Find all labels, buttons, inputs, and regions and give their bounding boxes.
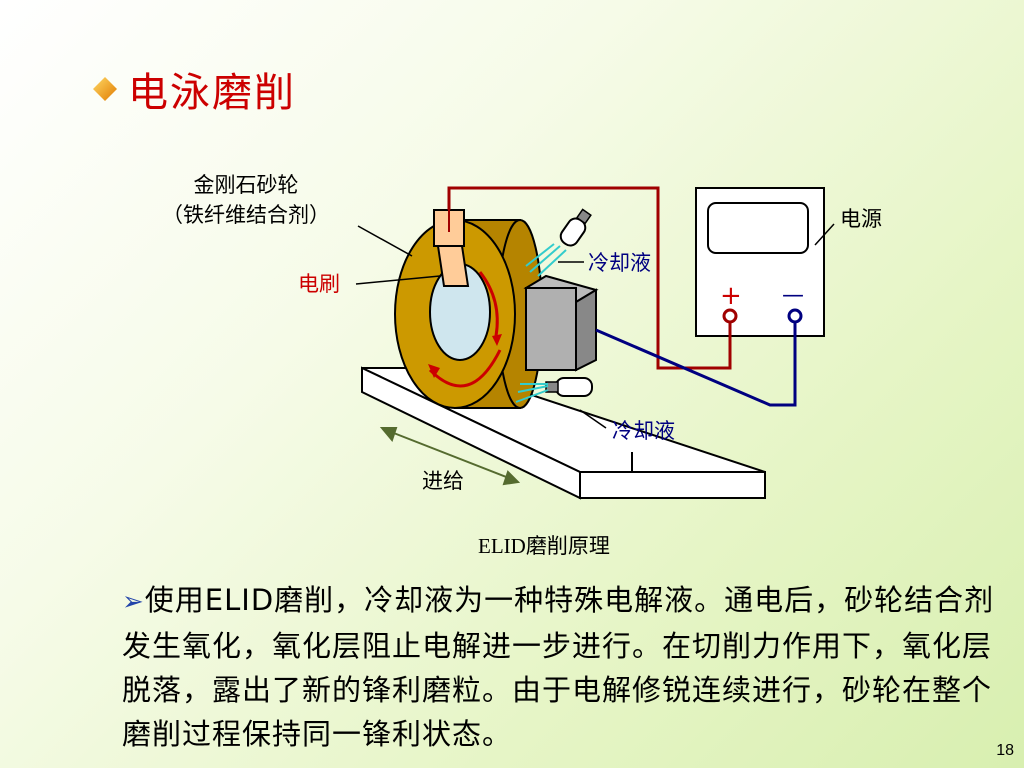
arrow-bullet-icon: ➢ [122,587,145,617]
body-paragraph: 使用ELID磨削，冷却液为一种特殊电解液。通电后，砂轮结合剂发生氧化，氧化层阻止… [122,583,995,751]
page-number: 18 [996,742,1014,759]
label-power: 电源 [840,207,882,231]
diamond-bullet-icon [93,77,117,101]
feed-arrow [379,427,521,486]
caption-latin: ELID [478,534,526,558]
leader-lines [355,223,835,429]
label-wheel-line1: 金刚石砂轮 [194,173,299,197]
caption-cjk: 磨削原理 [525,534,610,558]
label-wheel-line2: （铁纤维结合剂） [162,203,330,227]
slide-title: 电泳磨削 [128,70,296,116]
coolant-spray [515,243,567,403]
label-plus: + [720,281,742,311]
label-feed: 进给 [422,469,464,493]
wires [447,186,797,407]
label-coolant-top: 冷却液 [588,251,651,275]
electrode-block [523,274,599,372]
label-coolant-bottom: 冷却液 [612,419,675,443]
diagram-caption: ELID磨削原理 [478,530,610,560]
diamond-wheel [394,219,543,409]
coolant-nozzle-top [559,208,592,247]
label-minus: — [782,283,804,308]
title-row: 电泳磨削 [92,60,296,118]
body-paragraph-block: ➢使用ELID磨削，冷却液为一种特殊电解液。通电后，砂轮结合剂发生氧化，氧化层阻… [122,578,1002,756]
coolant-nozzle-bottom [545,377,593,397]
label-brush: 电刷 [298,272,340,296]
power-supply [695,187,825,337]
